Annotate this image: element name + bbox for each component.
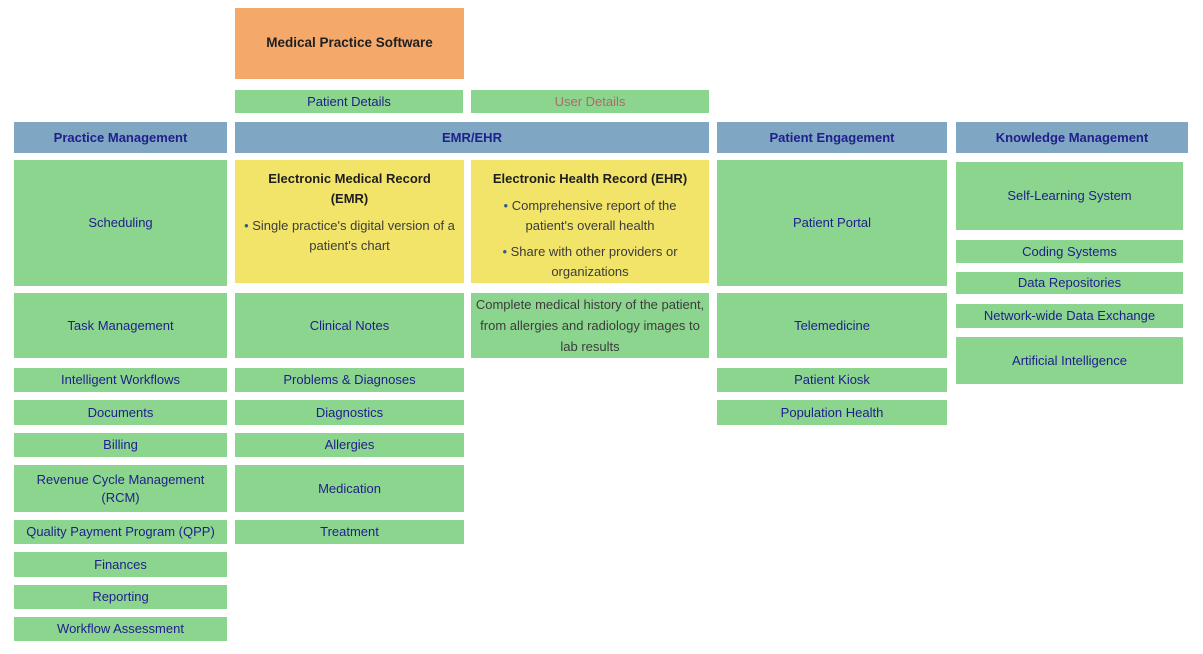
item-revenue-cycle-management: Revenue Cycle Management (RCM) [14, 465, 227, 512]
item-documents: Documents [14, 400, 227, 425]
emr-definition-box: Electronic Medical Record (EMR) Single p… [235, 160, 464, 283]
ehr-definition-box: Electronic Health Record (EHR) Comprehen… [471, 160, 709, 283]
ehr-description-box: Complete medical history of the patient,… [471, 293, 709, 358]
item-problems-diagnoses: Problems & Diagnoses [235, 368, 464, 392]
emr-title: Electronic Medical Record (EMR) [268, 171, 431, 206]
ehr-bullet-1: Comprehensive report of the patient's ov… [479, 196, 701, 236]
header-patient-engagement: Patient Engagement [717, 122, 947, 153]
item-patient-portal: Patient Portal [717, 160, 947, 286]
item-clinical-notes: Clinical Notes [235, 293, 464, 358]
item-intelligent-workflows: Intelligent Workflows [14, 368, 227, 392]
item-allergies: Allergies [235, 433, 464, 457]
emr-bullet-1: Single practice's digital version of a p… [243, 216, 456, 256]
ehr-bullet-list: Comprehensive report of the patient's ov… [477, 196, 703, 282]
emr-bullet-list: Single practice's digital version of a p… [241, 216, 458, 256]
item-coding-systems: Coding Systems [956, 240, 1183, 263]
item-self-learning-system: Self-Learning System [956, 162, 1183, 230]
item-finances: Finances [14, 552, 227, 577]
item-treatment: Treatment [235, 520, 464, 544]
header-practice-management: Practice Management [14, 122, 227, 153]
item-telemedicine: Telemedicine [717, 293, 947, 358]
item-scheduling: Scheduling [14, 160, 227, 286]
item-diagnostics: Diagnostics [235, 400, 464, 425]
item-data-repositories: Data Repositories [956, 272, 1183, 294]
ehr-title: Electronic Health Record (EHR) [492, 171, 688, 186]
item-task-management: Task Management [14, 293, 227, 358]
item-population-health: Population Health [717, 400, 947, 425]
item-workflow-assessment: Workflow Assessment [14, 617, 227, 641]
header-knowledge-management: Knowledge Management [956, 122, 1188, 153]
item-quality-payment-program: Quality Payment Program (QPP) [14, 520, 227, 544]
item-medication: Medication [235, 465, 464, 512]
header-emr-ehr: EMR/EHR [235, 122, 709, 153]
item-reporting: Reporting [14, 585, 227, 609]
ehr-bullet-2: Share with other providers or organizati… [479, 242, 701, 282]
patient-details-box: Patient Details [235, 90, 463, 113]
item-artificial-intelligence: Artificial Intelligence [956, 337, 1183, 384]
item-patient-kiosk: Patient Kiosk [717, 368, 947, 392]
user-details-box: User Details [471, 90, 709, 113]
root-box-medical-practice-software: Medical Practice Software [235, 8, 464, 79]
item-billing: Billing [14, 433, 227, 457]
item-network-wide-data-exchange: Network-wide Data Exchange [956, 304, 1183, 328]
